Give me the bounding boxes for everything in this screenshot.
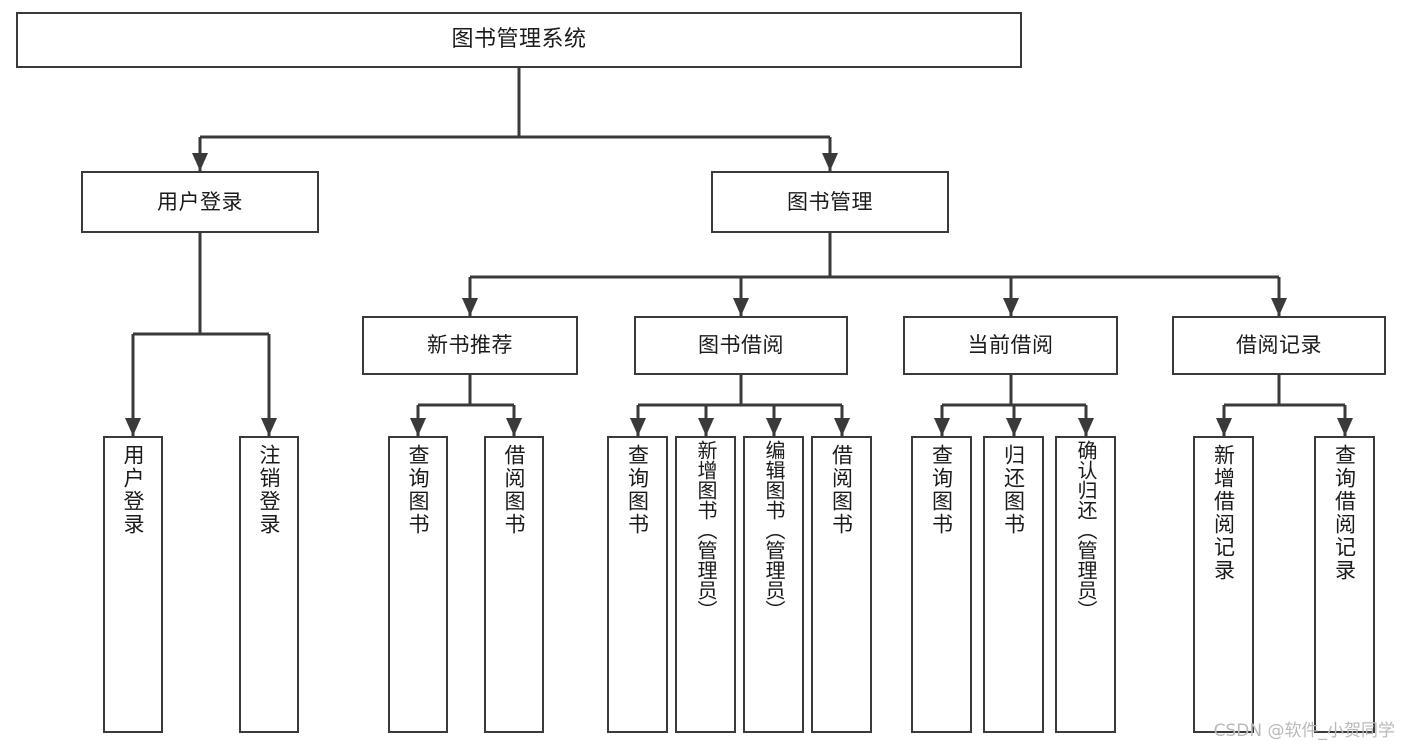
csdn-watermark: CSDN @软件_小贺同学 xyxy=(1213,721,1395,741)
edge-arrowhead xyxy=(462,298,478,316)
node-label: 查询图书 xyxy=(929,444,954,536)
node-label: 确认归还（管理员） xyxy=(1074,440,1098,620)
node-book-manage[interactable]: 图书管理 xyxy=(711,171,949,233)
node-leaf-query-borrow-record[interactable]: 查询借阅记录 xyxy=(1314,436,1375,733)
node-label: 用户登录 xyxy=(121,444,146,536)
edge-arrowhead xyxy=(698,418,714,436)
node-label: 图书管理系统 xyxy=(451,27,587,53)
node-label: 归还图书 xyxy=(1001,444,1026,536)
edge-arrowhead xyxy=(1078,418,1094,436)
edge-arrowhead xyxy=(410,418,426,436)
node-leaf-borrow-book-1[interactable]: 借阅图书 xyxy=(484,436,544,733)
edge-arrowhead xyxy=(192,153,208,171)
node-borrow-record[interactable]: 借阅记录 xyxy=(1172,316,1386,375)
node-label: 查询图书 xyxy=(406,444,431,536)
node-label: 编辑图书（管理员） xyxy=(762,440,786,620)
node-label: 图书借阅 xyxy=(698,333,784,358)
edge-arrowhead xyxy=(766,418,782,436)
node-label: 当前借阅 xyxy=(967,333,1054,358)
node-current-borrow[interactable]: 当前借阅 xyxy=(903,316,1118,375)
edge-arrowhead xyxy=(834,418,850,436)
node-leaf-query-book-1[interactable]: 查询图书 xyxy=(388,436,448,733)
node-leaf-edit-book-admin[interactable]: 编辑图书（管理员） xyxy=(743,436,804,733)
edge-arrowhead xyxy=(1337,418,1353,436)
node-leaf-user-login[interactable]: 用户登录 xyxy=(103,436,163,733)
node-label: 新书推荐 xyxy=(427,333,513,358)
node-label: 新增图书（管理员） xyxy=(694,440,718,620)
node-label: 新增借阅记录 xyxy=(1211,444,1236,582)
node-label: 图书管理 xyxy=(787,189,873,214)
edge-arrowhead xyxy=(1216,418,1232,436)
node-leaf-add-book-admin[interactable]: 新增图书（管理员） xyxy=(675,436,736,733)
edge-arrowhead xyxy=(934,418,950,436)
node-leaf-return-book[interactable]: 归还图书 xyxy=(983,436,1044,733)
node-leaf-logout-login[interactable]: 注销登录 xyxy=(239,436,299,733)
node-leaf-confirm-return-admin[interactable]: 确认归还（管理员） xyxy=(1055,436,1116,733)
node-leaf-borrow-book-2[interactable]: 借阅图书 xyxy=(811,436,872,733)
node-label: 借阅记录 xyxy=(1236,333,1322,358)
node-user-login[interactable]: 用户登录 xyxy=(81,171,319,233)
edge-arrowhead xyxy=(630,418,646,436)
node-new-book-recommend[interactable]: 新书推荐 xyxy=(362,316,578,375)
node-label: 用户登录 xyxy=(157,189,243,214)
edge-arrowhead xyxy=(1003,298,1019,316)
edge-arrowhead xyxy=(506,418,522,436)
edge-arrowhead xyxy=(822,153,838,171)
node-book-borrow[interactable]: 图书借阅 xyxy=(634,316,848,375)
node-label: 借阅图书 xyxy=(502,444,527,536)
node-label: 查询图书 xyxy=(625,444,650,536)
edge-arrowhead xyxy=(1271,298,1287,316)
node-leaf-add-borrow-record[interactable]: 新增借阅记录 xyxy=(1193,436,1254,733)
edge-arrowhead xyxy=(125,418,141,436)
node-root[interactable]: 图书管理系统 xyxy=(16,12,1022,68)
edge-arrowhead xyxy=(733,298,749,316)
node-label: 查询借阅记录 xyxy=(1332,444,1357,582)
node-leaf-query-book-2[interactable]: 查询图书 xyxy=(607,436,668,733)
edge-arrowhead xyxy=(1006,418,1022,436)
edge-arrowhead xyxy=(261,418,277,436)
node-label: 借阅图书 xyxy=(829,444,854,536)
node-leaf-query-book-3[interactable]: 查询图书 xyxy=(911,436,972,733)
node-label: 注销登录 xyxy=(257,444,282,536)
